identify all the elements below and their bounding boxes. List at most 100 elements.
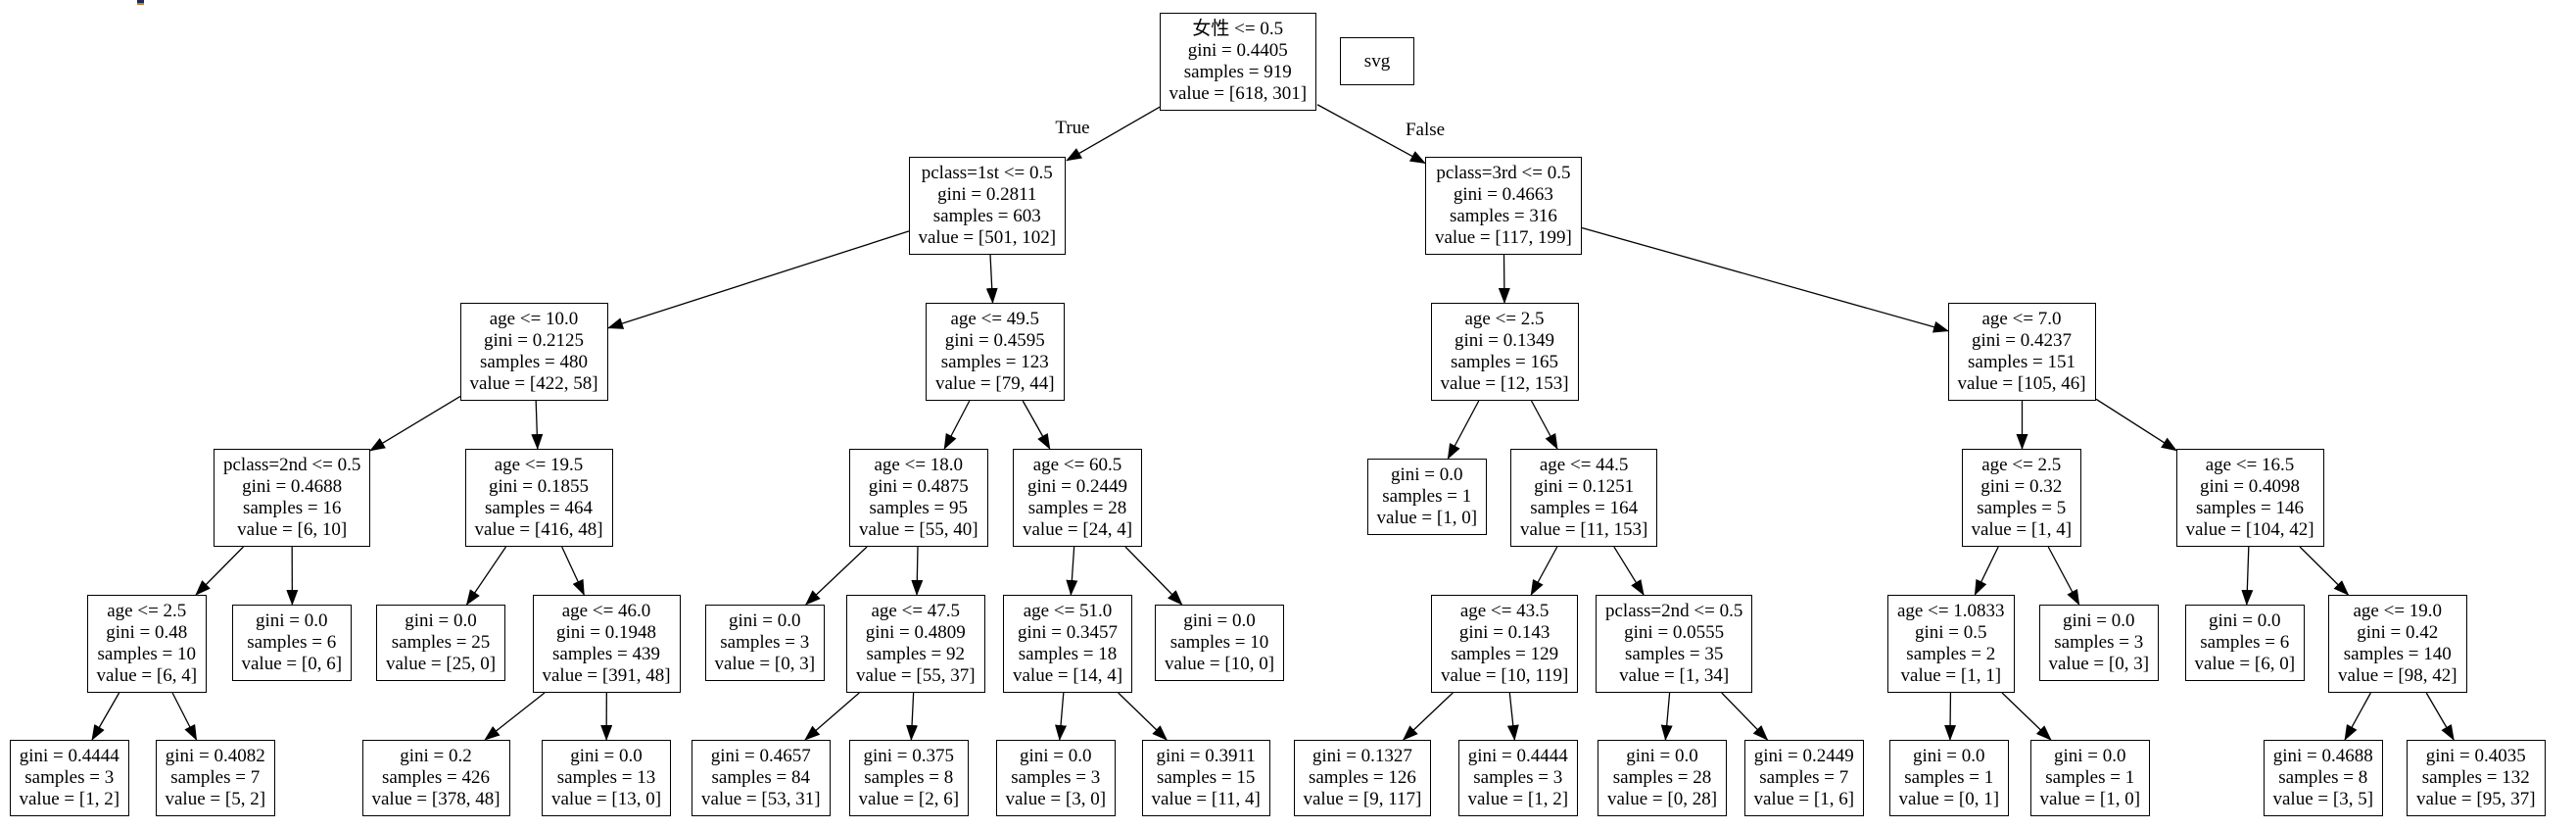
node-text-line: gini = 0.2 [400, 746, 472, 766]
node-text-line: gini = 0.4595 [944, 330, 1045, 351]
node-text-line: samples = 603 [932, 206, 1041, 226]
node-text-line: gini = 0.48 [106, 622, 188, 643]
node-text-line: gini = 0.32 [1980, 476, 2063, 497]
node-text-line: gini = 0.2449 [1026, 476, 1128, 497]
node-text-line: value = [105, 46] [1957, 373, 2086, 394]
node-text-line: gini = 0.0 [2208, 610, 2281, 631]
node-text-line: pclass=2nd <= 0.5 [1605, 601, 1743, 621]
tree-edge-n5-n11 [1447, 400, 1480, 460]
node-text-line: samples = 480 [480, 352, 588, 372]
tree-edge-n15-n30 [171, 692, 198, 741]
node-text-line: samples = 316 [1449, 206, 1557, 226]
node-text-line: value = [0, 28] [1607, 789, 1718, 809]
node-text-line: pclass=1st <= 0.5 [921, 163, 1053, 183]
node-text-line: value = [12, 153] [1440, 373, 1569, 394]
tree-edge-n24-n39 [1660, 692, 1673, 741]
node-text-line: gini = 0.1251 [1534, 476, 1635, 497]
node-text-line: age <= 19.5 [494, 455, 584, 475]
tree-edge-n21-n35 [1055, 692, 1068, 741]
node-text-line: samples = 129 [1451, 644, 1559, 664]
tree-edge-n13-n26 [2047, 546, 2080, 606]
tree-edge-n2-n6 [1581, 226, 1949, 333]
node-text-line: gini = 0.42 [2357, 622, 2439, 643]
node-text-line: pclass=2nd <= 0.5 [223, 455, 361, 475]
node-text-line: samples = 164 [1530, 498, 1639, 518]
node-text-line: samples = 35 [1624, 644, 1724, 664]
node-text-line: value = [3, 5] [2272, 789, 2374, 809]
node-text-line: samples = 3 [1473, 767, 1563, 788]
node-text-line: gini = 0.2449 [1753, 746, 1854, 766]
node-text-line: value = [2, 6] [858, 789, 960, 809]
tree-edge-n28-n44 [2425, 692, 2455, 741]
node-text-line: gini = 0.4082 [165, 746, 265, 766]
node-text-line: samples = 18 [1018, 644, 1118, 664]
edge-label-true: True [1055, 118, 1090, 138]
node-text-line: samples = 3 [720, 632, 810, 653]
node-text-line: value = [25, 0] [386, 654, 497, 674]
tree-edge-n13-n25 [1974, 546, 1999, 596]
tree-edge-n25-n41 [1944, 692, 1957, 741]
tree-edge-n3-n7 [369, 395, 461, 452]
tree-edge-n12-n24 [1613, 546, 1645, 596]
node-text-line: value = [5, 2] [165, 789, 266, 809]
tree-edge-n5-n12 [1530, 400, 1558, 450]
node-text-line: value = [55, 40] [859, 519, 978, 540]
tree-edge-n8-n17 [465, 546, 507, 606]
node-text-line: value = [1, 2] [19, 789, 120, 809]
node-text-line: samples = 10 [1169, 632, 1269, 653]
node-text-line: samples = 146 [2196, 498, 2304, 518]
node-text-line: samples = 2 [1906, 644, 1996, 664]
node-text-line: gini = 0.0 [2062, 610, 2135, 631]
tree-edge-n20-n34 [906, 692, 919, 741]
node-text-line: value = [1, 6] [1753, 789, 1855, 809]
node-text-line: samples = 126 [1308, 767, 1416, 788]
node-text-line: age <= 7.0 [1981, 309, 2062, 329]
node-text-line: samples = 3 [2054, 632, 2144, 653]
node-text-line: samples = 8 [2278, 767, 2368, 788]
node-text-line: gini = 0.4875 [868, 476, 969, 497]
node-text-line: value = [0, 3] [2048, 654, 2150, 674]
node-text-line: value = [0, 3] [714, 654, 816, 674]
node-text-line: value = [6, 4] [96, 665, 198, 686]
node-text-line: value = [416, 48] [474, 519, 603, 540]
node-text-line: gini = 0.4688 [242, 476, 343, 497]
tree-edge-n23-n37 [1402, 692, 1454, 741]
node-text-line: value = [14, 4] [1013, 665, 1123, 686]
node-text-line: value = [1, 2] [1467, 789, 1569, 809]
node-text-line: value = [13, 0] [551, 789, 662, 809]
node-text-line: age <= 2.5 [1981, 455, 2062, 475]
node-text-line: samples = 16 [242, 498, 342, 518]
tree-edge-n8-n18 [561, 546, 585, 596]
node-text-line: value = [1, 0] [1376, 508, 1478, 528]
node-text-line: value = [11, 4] [1151, 789, 1261, 809]
node-text-line: samples = 3 [24, 767, 115, 788]
tree-edge-n4-n10 [1022, 400, 1051, 450]
node-text-line: age <= 18.0 [874, 455, 964, 475]
node-text-line: samples = 151 [1968, 352, 2075, 372]
node-text-line: value = [10, 0] [1165, 654, 1275, 674]
node-text-line: gini = 0.4035 [2425, 746, 2526, 766]
node-text-line: age <= 19.0 [2353, 601, 2443, 621]
tree-edge-n25-n42 [2001, 692, 2052, 741]
